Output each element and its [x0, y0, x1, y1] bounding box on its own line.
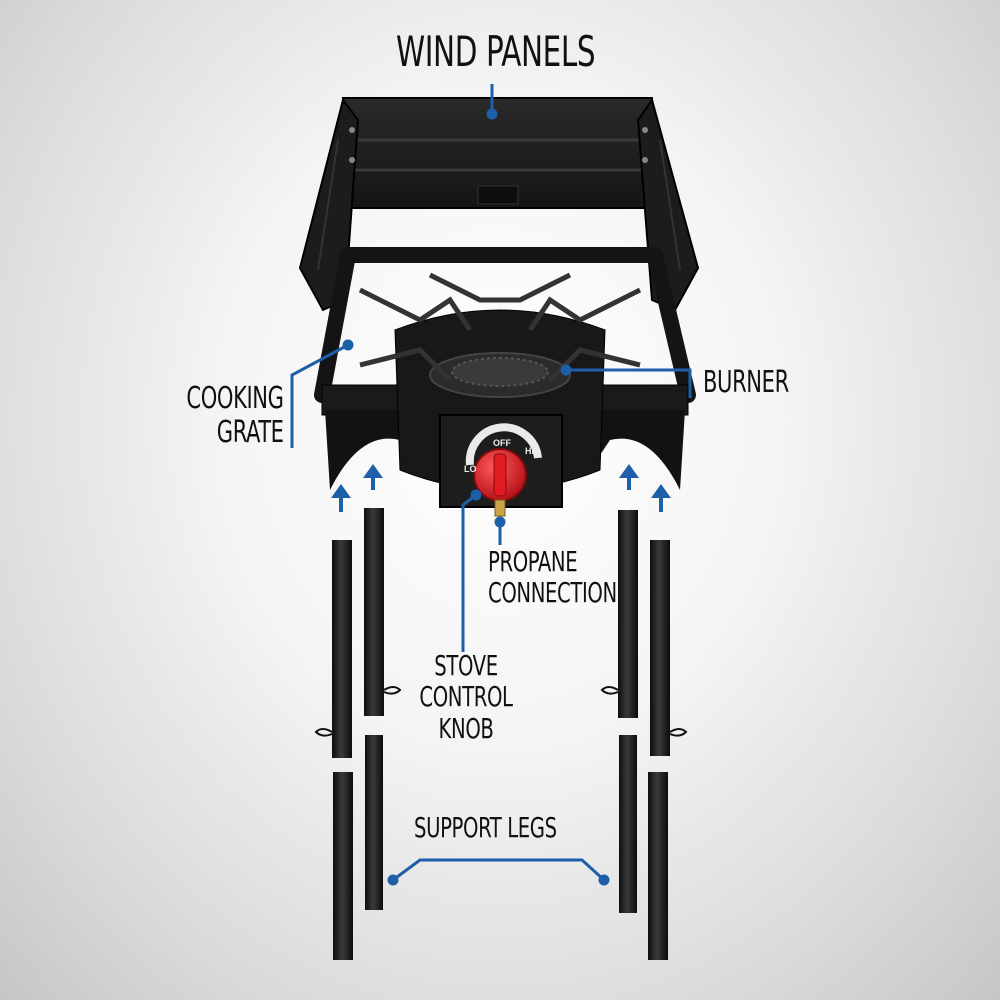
- support-legs: [314, 508, 688, 960]
- cooking-grate-line-2: GRATE: [217, 414, 284, 450]
- stove-control-knob-line-1: STOVE: [434, 649, 498, 682]
- stove-control-knob-line-2: CONTROL: [419, 680, 513, 714]
- wind-panels-label: WIND PANELS: [396, 27, 596, 76]
- stove-frame: [314, 247, 696, 508]
- wind-panels: [298, 97, 700, 312]
- knob-off-text: OFF: [493, 438, 511, 448]
- cooking-grate-line-1: COOKING: [186, 381, 285, 416]
- assembly-arrows: [331, 464, 671, 512]
- callout-lines: [290, 84, 692, 886]
- stove-control-knob-label: STOVE CONTROL KNOB: [411, 650, 520, 744]
- propane-connection-line-1: PROPANE: [488, 545, 578, 578]
- propane-connection-label: PROPANE CONNECTION: [488, 546, 617, 609]
- knob-hi-text: HI: [525, 446, 534, 456]
- control-knob: OFF HI LO: [464, 423, 542, 517]
- knob-lo-text: LO: [464, 464, 477, 474]
- burner-label: BURNER: [703, 365, 789, 400]
- stove-control-knob-line-3: KNOB: [438, 711, 494, 745]
- cooking-grate-label: COOKING GRATE: [186, 381, 285, 450]
- support-legs-label: SUPPORT LEGS: [414, 811, 557, 844]
- propane-connection-line-2: CONNECTION: [488, 576, 617, 610]
